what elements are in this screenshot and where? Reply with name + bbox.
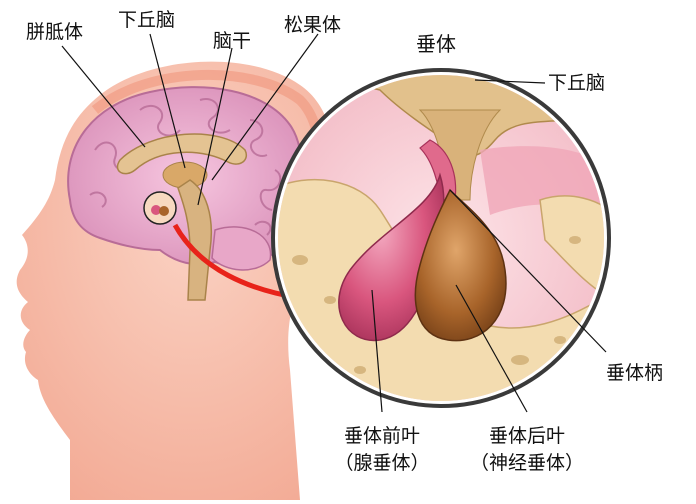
label-hypothalamus-right: 下丘脑 <box>548 72 606 94</box>
label-infundibulum: 垂体柄 <box>606 362 664 384</box>
label-brainstem: 脑干 <box>213 30 252 52</box>
posterior-lobe-shape <box>414 188 507 342</box>
leader-lines <box>61 33 607 413</box>
zoom-circle <box>271 68 611 408</box>
label-pineal: 松果体 <box>284 14 342 36</box>
label-anterior-lobe-sub: （腺垂体） <box>334 452 430 474</box>
head-illustration <box>16 61 336 501</box>
label-anterior-lobe: 垂体前叶 <box>343 425 420 447</box>
label-hypothalamus-left: 下丘脑 <box>118 9 176 31</box>
label-posterior-lobe-sub: （神经垂体） <box>469 452 584 474</box>
label-posterior-lobe: 垂体后叶 <box>488 425 565 447</box>
label-pituitary-title: 垂体 <box>416 32 456 56</box>
label-corpus-callosum: 胼胝体 <box>26 21 84 43</box>
